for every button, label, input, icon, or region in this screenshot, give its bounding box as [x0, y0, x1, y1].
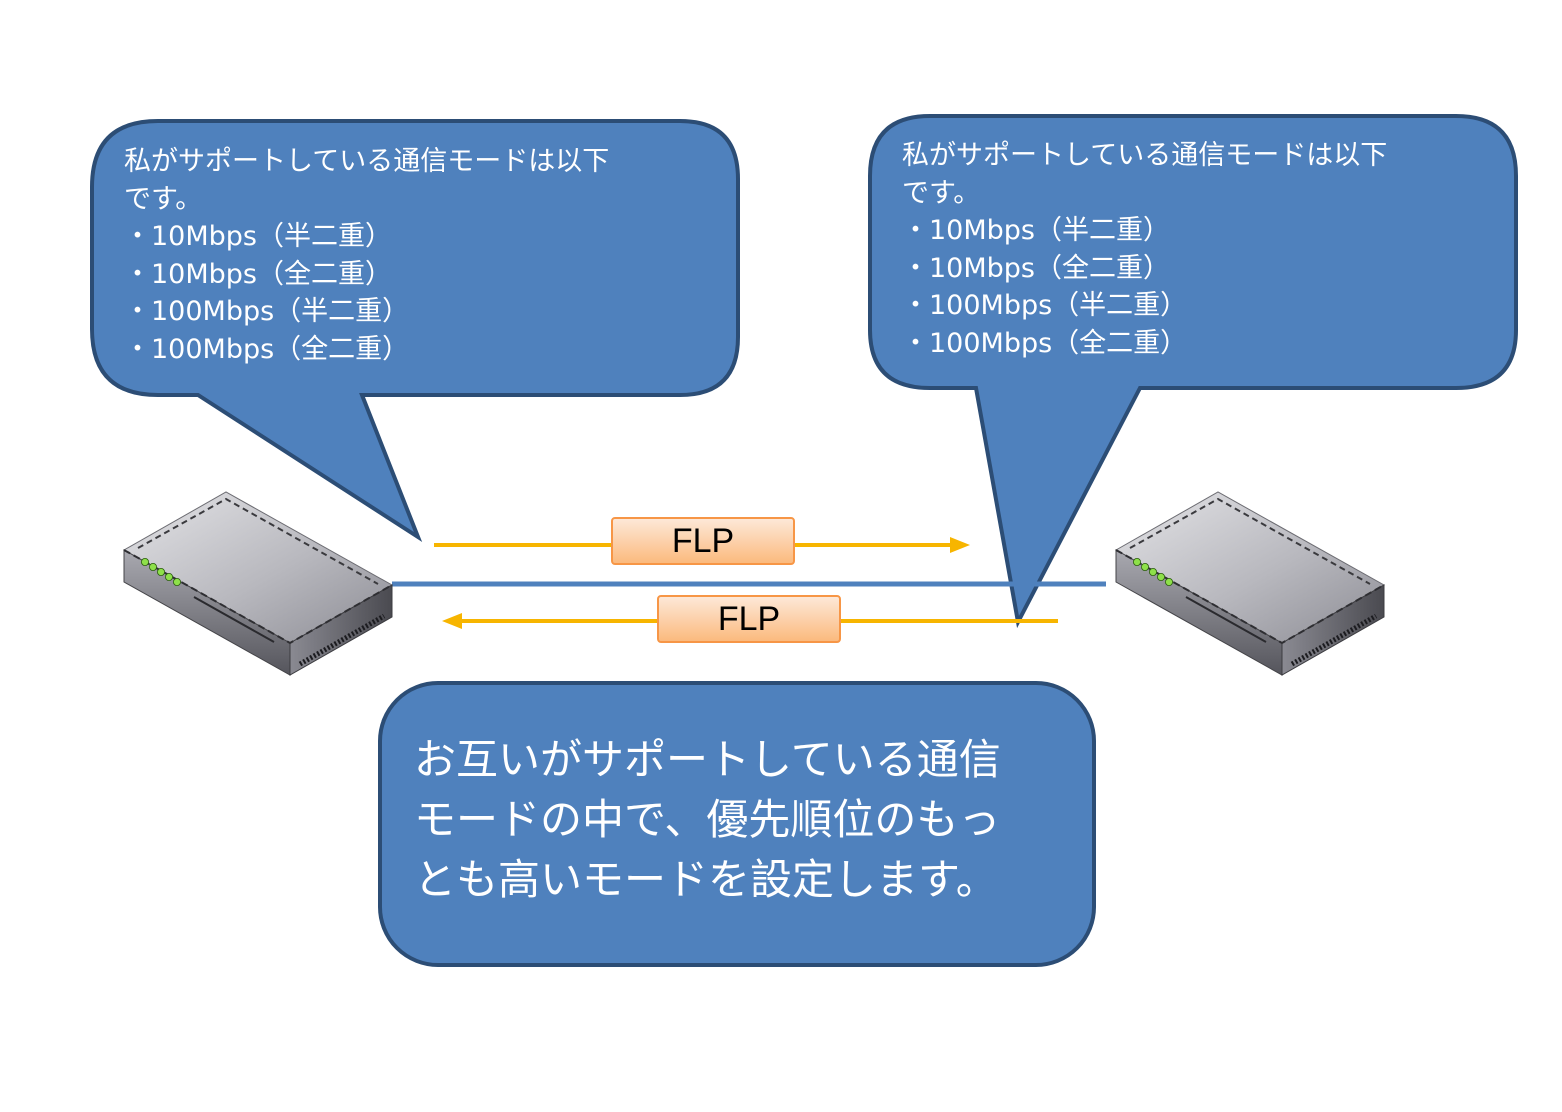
left-bubble-line: です。 — [124, 183, 203, 215]
right-bubble-line: ・10Mbps（半二重） — [902, 215, 1170, 246]
network-switch-icon — [1116, 492, 1384, 675]
right-bubble-line: です。 — [902, 177, 981, 209]
flp-label-top: FLP — [671, 522, 735, 560]
summary-line: モードの中で、優先順位のもっ — [414, 795, 1001, 844]
summary-line: お互いがサポートしている通信 — [414, 735, 1001, 784]
network-switch-icon — [124, 492, 392, 675]
left-bubble-line: ・10Mbps（全二重） — [124, 258, 392, 290]
right-speech-bubble — [868, 114, 1518, 629]
right-bubble-text: 私がサポートしている通信モードは以下 です。 ・10Mbps（半二重） ・10M… — [902, 137, 1387, 362]
flp-box-bottom — [657, 595, 841, 643]
left-bubble-line: ・100Mbps（全二重） — [124, 333, 410, 365]
summary-box — [378, 681, 1096, 967]
right-bubble-line: 私がサポートしている通信モードは以下 — [902, 140, 1388, 171]
right-bubble-line: ・100Mbps（全二重） — [902, 327, 1188, 359]
summary-line: とも高いモードを設定します。 — [414, 855, 998, 904]
left-speech-bubble — [90, 119, 740, 543]
right-bubble-line: ・100Mbps（半二重） — [902, 290, 1188, 321]
flp-label-bottom: FLP — [717, 600, 781, 638]
left-bubble-line: ・10Mbps（半二重） — [124, 221, 392, 252]
right-bubble-line: ・10Mbps（全二重） — [902, 252, 1170, 284]
flp-box-top — [611, 517, 795, 565]
left-bubble-line: ・100Mbps（半二重） — [124, 296, 410, 327]
left-bubble-line: 私がサポートしている通信モードは以下 — [124, 146, 610, 177]
left-bubble-text: 私がサポートしている通信モードは以下 です。 ・10Mbps（半二重） ・10M… — [124, 143, 609, 368]
summary-text: お互いがサポートしている通信 モードの中で、優先順位のもっ とも高いモードを設定… — [414, 730, 1074, 910]
